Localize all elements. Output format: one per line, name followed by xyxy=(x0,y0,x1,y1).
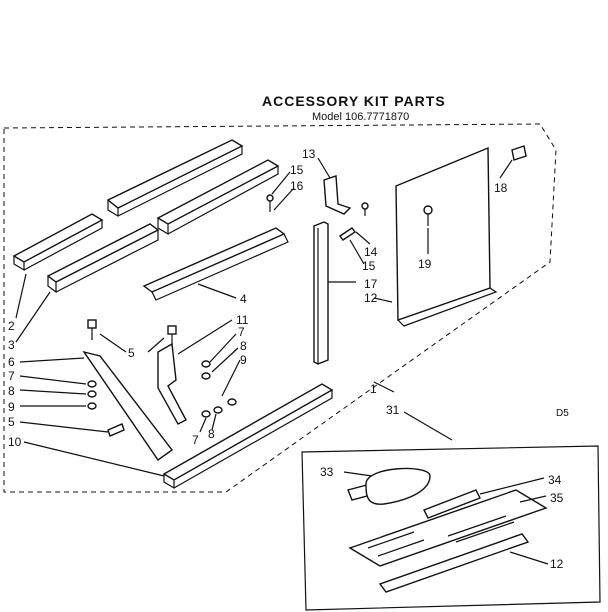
inset-box xyxy=(301,445,601,611)
label-4: 4 xyxy=(240,292,247,306)
label-7a: 7 xyxy=(8,369,15,383)
part-33-gasket xyxy=(365,467,431,505)
part-18-clip xyxy=(511,145,527,161)
kit-boundary xyxy=(3,123,557,493)
label-31: 31 xyxy=(386,403,400,417)
screw-5a-icon xyxy=(87,319,97,340)
part-12-strip xyxy=(378,533,530,593)
part-10-rail xyxy=(162,383,334,490)
washers-right-icon xyxy=(201,360,237,418)
model-number: Model 106.7771870 xyxy=(312,111,409,123)
screw-19-icon xyxy=(423,205,433,226)
label-9a: 9 xyxy=(8,400,15,414)
part-13-bracket xyxy=(323,175,352,215)
label-33: 33 xyxy=(320,465,334,479)
diagram-title: ACCESSORY KIT PARTS xyxy=(262,93,446,109)
label-6: 6 xyxy=(8,355,15,369)
screw-5c-icon xyxy=(107,423,125,437)
part-3-channel xyxy=(46,223,160,294)
label-9b: 9 xyxy=(240,353,247,367)
part-12-panel xyxy=(395,146,498,327)
part-17-post xyxy=(313,221,329,365)
label-8b: 8 xyxy=(240,339,247,353)
part-34-strip xyxy=(423,489,481,519)
part-2-short-rail xyxy=(12,213,104,272)
label-3: 3 xyxy=(8,338,15,352)
label-7c: 7 xyxy=(192,433,199,447)
label-10: 10 xyxy=(8,435,22,449)
label-1: 1 xyxy=(370,382,377,396)
diagram-code: D5 xyxy=(556,408,569,419)
label-18: 18 xyxy=(494,181,508,195)
label-2: 2 xyxy=(8,319,15,333)
label-15a: 15 xyxy=(290,163,304,177)
label-8a: 8 xyxy=(8,384,15,398)
label-11: 11 xyxy=(236,313,249,327)
label-12b: 12 xyxy=(550,557,564,571)
label-34: 34 xyxy=(548,473,562,487)
washers-left-icon xyxy=(87,380,97,410)
label-8c: 8 xyxy=(208,427,215,441)
screw-14-icon xyxy=(338,227,357,241)
leader-lines xyxy=(15,157,549,565)
label-17: 17 xyxy=(364,277,378,291)
label-14: 14 xyxy=(364,245,378,259)
label-35: 35 xyxy=(550,491,564,505)
rail-mid-right xyxy=(156,159,280,236)
part-35-plate xyxy=(348,489,548,567)
label-13: 13 xyxy=(302,147,316,161)
part-11-bracket xyxy=(157,342,187,425)
screw-5b-icon xyxy=(167,325,177,346)
label-16: 16 xyxy=(290,179,304,193)
screw-16-icon xyxy=(266,194,274,212)
part-6-arm xyxy=(82,350,173,461)
screw-15-icon xyxy=(361,202,369,216)
label-12a: 12 xyxy=(364,291,378,305)
rail-top xyxy=(106,139,244,218)
label-5c: 5 xyxy=(8,415,15,429)
label-15b: 15 xyxy=(362,259,376,273)
label-5a: 5 xyxy=(128,346,135,360)
label-19: 19 xyxy=(418,257,432,271)
label-7b: 7 xyxy=(238,325,245,339)
part-4-rail xyxy=(142,227,289,301)
